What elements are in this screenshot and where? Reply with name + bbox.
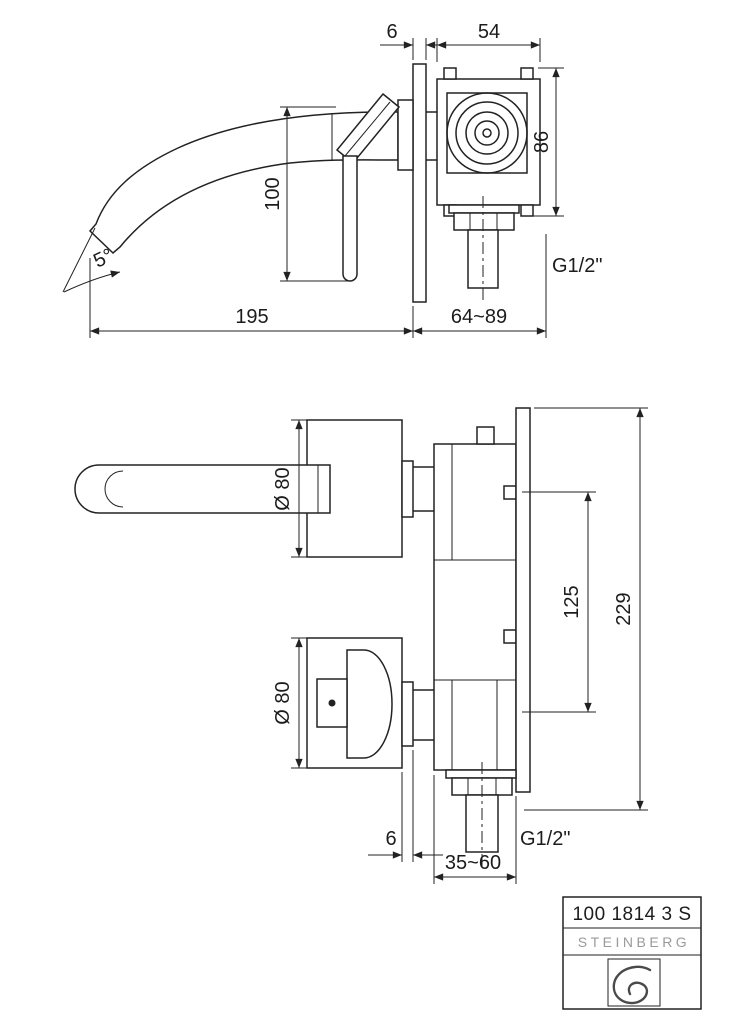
dim-229-label: 229 (613, 592, 635, 625)
dim-64-89-label: 64~89 (451, 306, 507, 328)
wall-plate-front (515, 407, 531, 793)
handle-hub-dot (328, 699, 336, 707)
mounting-tab (520, 67, 534, 80)
handle-flange (401, 681, 414, 747)
mounting-tab (443, 67, 457, 80)
valve-circle (446, 92, 528, 174)
mounting-tab (503, 485, 517, 500)
dim-100-label: 100 (262, 177, 284, 210)
spout-tube-end-arc (104, 470, 124, 508)
spout-tube (74, 464, 331, 514)
mounting-tab (476, 426, 495, 445)
spout-outline (88, 111, 399, 255)
brand-name: STEINBERG (578, 934, 690, 950)
handle-lever-split (344, 101, 391, 157)
valve-circle (465, 111, 509, 155)
washer (448, 204, 520, 214)
wall-plate (412, 63, 427, 303)
mounting-tab (520, 204, 534, 217)
valve-center-mark (482, 128, 492, 138)
dim-6-label: 6 (386, 21, 397, 43)
front-view: Ø 80 Ø 80 125 229 6 35~60 G1/2" (74, 407, 648, 884)
handle-rod (342, 155, 358, 282)
dim-86-label: 86 (531, 131, 553, 153)
thread-label-front: G1/2" (520, 828, 570, 850)
steinberg-logo-icon (612, 965, 652, 1005)
concealed-body (436, 78, 541, 206)
logo-box (607, 958, 661, 1007)
mounting-tab (503, 629, 517, 644)
dim-195-label: 195 (235, 306, 268, 328)
angle-arc-arrow (63, 270, 121, 293)
title-block: 100 1814 3 S STEINBERG (562, 896, 702, 1010)
angle-reference-line (62, 227, 96, 293)
dia-80-spout-label: Ø 80 (272, 467, 294, 510)
valve-circle (455, 101, 519, 165)
title-block-border (562, 896, 702, 1010)
washer (445, 769, 517, 779)
model-number: 100 1814 3 S (572, 904, 691, 925)
dim-6-front-label: 6 (385, 828, 396, 850)
valve-circle (474, 120, 500, 146)
spout-escutcheon (397, 99, 414, 171)
dim-54-label: 54 (478, 21, 500, 43)
dim-125-label: 125 (561, 585, 583, 618)
dia-80-handle-label: Ø 80 (272, 681, 294, 724)
thread-label-top: G1/2" (552, 255, 602, 277)
handle-body (346, 649, 393, 759)
dim-35-60-label: 35~60 (445, 852, 501, 874)
hex-nut (453, 212, 515, 231)
side-view: 6 54 86 100 195 64~89 G1/2" 5° (62, 21, 602, 338)
spout-flange (401, 460, 414, 518)
